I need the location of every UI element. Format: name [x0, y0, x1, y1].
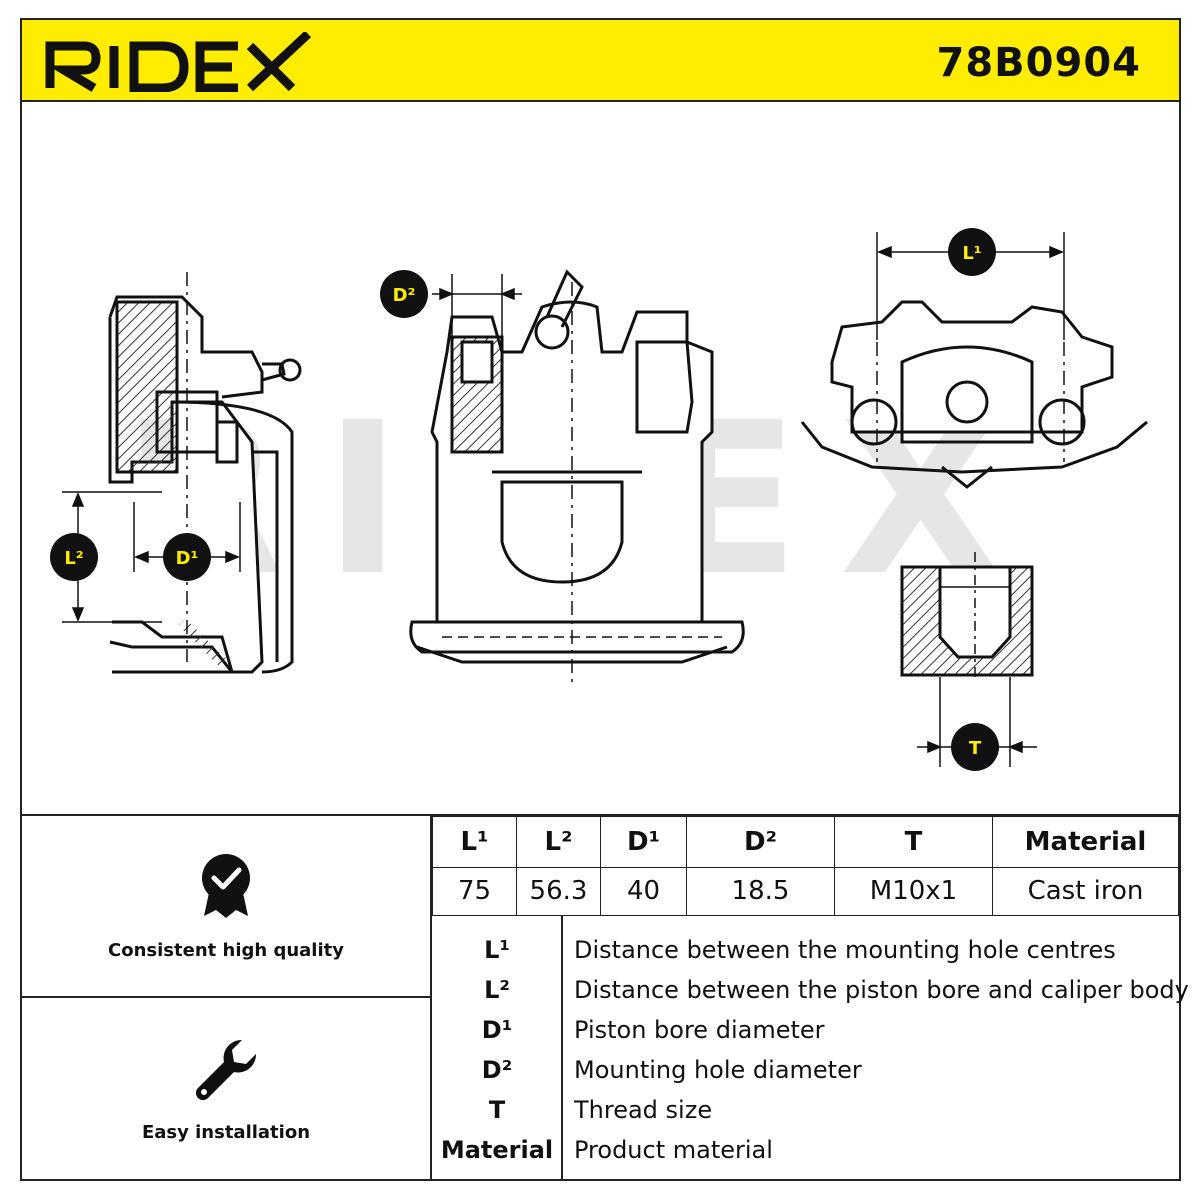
thread-detail — [900, 552, 1034, 682]
spec-header-t: T — [834, 816, 993, 868]
legend-text: Piston bore diameter — [574, 1016, 825, 1044]
legend-row: D² Mounting hole diameter — [432, 1048, 1179, 1088]
legend-key: L¹ — [484, 936, 510, 964]
legend-row: D¹ Piston bore diameter — [432, 1008, 1179, 1048]
l2-badge: L² — [50, 533, 98, 581]
legend-text: Thread size — [574, 1096, 713, 1124]
legend-key: T — [488, 1096, 506, 1124]
spec-value-material: Cast iron — [992, 866, 1179, 916]
legend-key: D² — [481, 1056, 513, 1084]
feature-label: Consistent high quality — [108, 940, 344, 961]
quality-badge-icon — [22, 852, 430, 925]
info-section: Consistent high quality Easy installatio… — [22, 814, 1189, 1181]
l1-dimension — [876, 232, 1065, 340]
t-badge: T — [951, 723, 999, 771]
feature-label: Easy installation — [141, 1122, 311, 1143]
spec-value-l1: 75 — [432, 866, 517, 916]
legend-row: Material Product material — [432, 1128, 1179, 1168]
svg-text:L¹: L¹ — [962, 243, 981, 264]
d2-dimension — [432, 274, 522, 342]
wrench-icon — [22, 1036, 430, 1109]
caliper-top-view — [800, 300, 1148, 489]
spec-value-row: 75 56.3 40 18.5 M10x1 Cast iron — [432, 866, 1179, 916]
l1-badge: L¹ — [948, 228, 996, 276]
datasheet-frame: 78B0904 RIDEX — [20, 18, 1189, 1181]
spec-value-l2: 56.3 — [516, 866, 601, 916]
header-bar: 78B0904 — [22, 20, 1179, 102]
svg-text:T: T — [969, 738, 982, 759]
legend: L¹ Distance between the mounting hole ce… — [432, 916, 1189, 1181]
d1-badge: D¹ — [163, 533, 211, 581]
spec-table: L¹ L² D¹ D² T Material 75 56.3 40 18.5 M… — [432, 816, 1179, 916]
spec-value-d1: 40 — [600, 866, 687, 916]
spec-header-d1: D¹ — [600, 816, 687, 868]
legend-key: D¹ — [481, 1016, 513, 1044]
part-number: 78B0904 — [936, 40, 1141, 86]
spec-header-material: Material — [992, 816, 1179, 868]
caliper-drawing-svg: RIDEX — [50, 228, 1148, 771]
caliper-side-view — [108, 272, 302, 674]
features-column: Consistent high quality Easy installatio… — [22, 816, 432, 1181]
legend-text: Distance between the piston bore and cal… — [574, 976, 1189, 1004]
ridex-logo — [45, 32, 312, 92]
svg-text:D¹: D¹ — [176, 548, 199, 569]
legend-row: L² Distance between the piston bore and … — [432, 968, 1189, 1008]
spec-header-row: L¹ L² D¹ D² T Material — [432, 816, 1179, 868]
feature-installation: Easy installation — [22, 1000, 430, 1181]
svg-text:D²: D² — [393, 285, 416, 306]
legend-key: Material — [440, 1136, 554, 1164]
spec-value-d2: 18.5 — [686, 866, 835, 916]
legend-key: L² — [484, 976, 510, 1004]
spec-header-l2: L² — [516, 816, 601, 868]
svg-text:L²: L² — [64, 548, 83, 569]
spec-header-l1: L¹ — [432, 816, 517, 868]
caliper-front-view — [409, 269, 745, 682]
legend-row: L¹ Distance between the mounting hole ce… — [432, 928, 1179, 968]
legend-text: Mounting hole diameter — [574, 1056, 862, 1084]
d2-badge: D² — [380, 270, 428, 318]
spec-header-d2: D² — [686, 816, 835, 868]
legend-row: T Thread size — [432, 1088, 1179, 1128]
legend-text: Distance between the mounting hole centr… — [574, 936, 1116, 964]
technical-drawing: RIDEX — [22, 102, 1179, 814]
spec-value-t: M10x1 — [834, 866, 993, 916]
legend-text: Product material — [574, 1136, 773, 1164]
feature-quality: Consistent high quality — [22, 816, 430, 998]
legend-divider — [561, 916, 563, 1181]
